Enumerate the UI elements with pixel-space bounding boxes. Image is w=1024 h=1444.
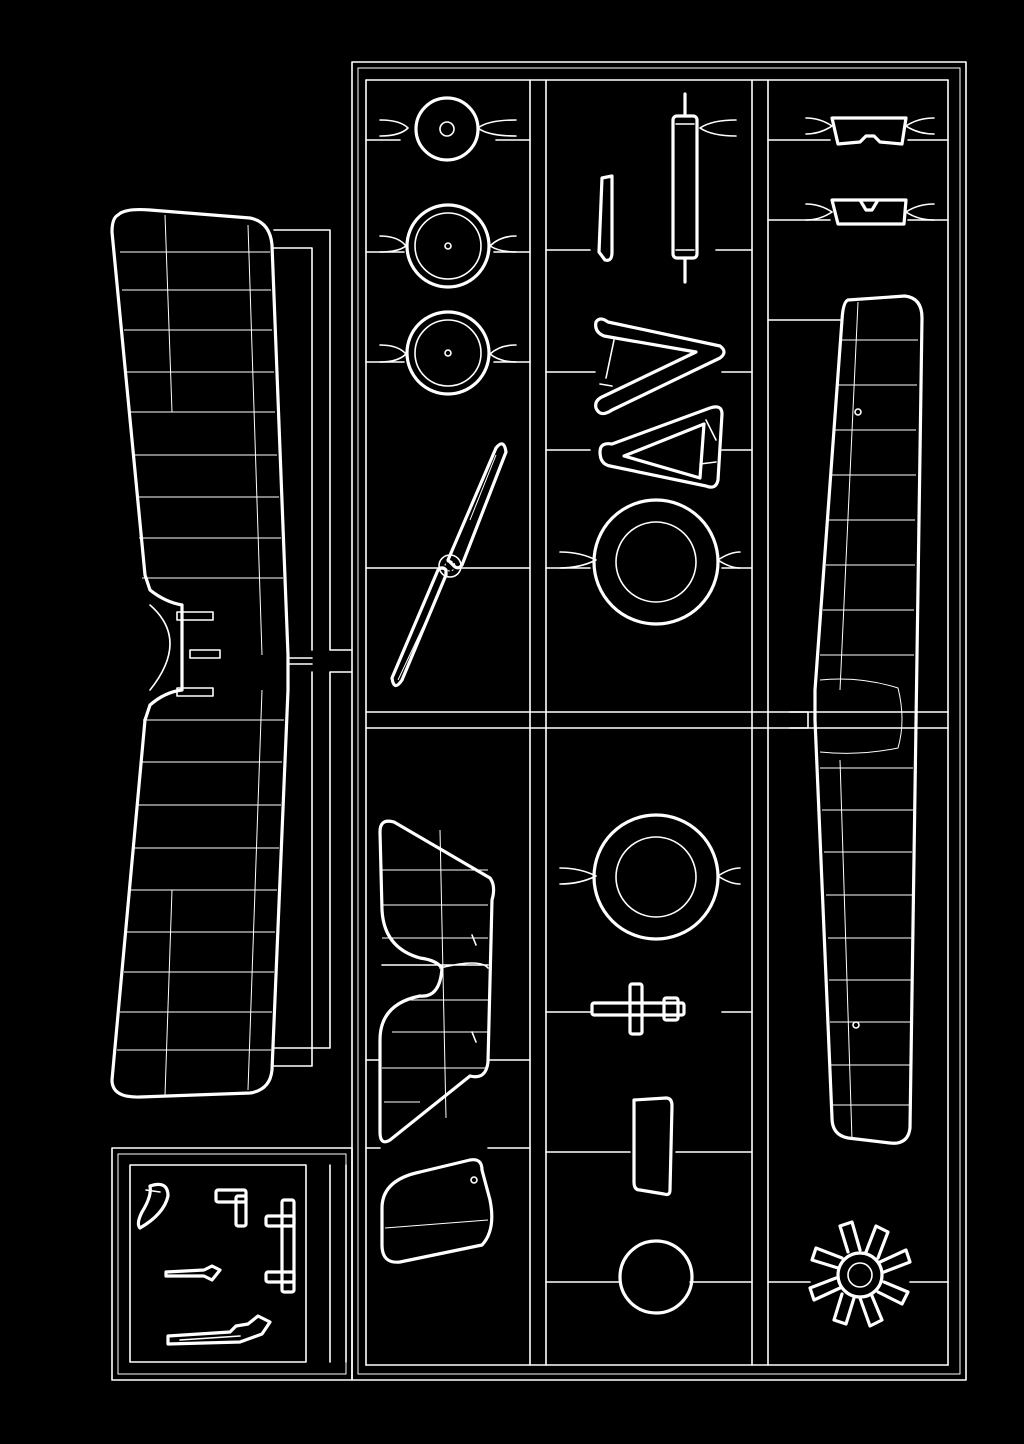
axle bbox=[671, 92, 699, 284]
sprue-frame bbox=[111, 61, 967, 1381]
windscreen-2 bbox=[830, 198, 908, 226]
sprue-gates bbox=[379, 117, 935, 885]
cabane-strut-1 bbox=[594, 317, 726, 416]
wheel-large-2 bbox=[405, 310, 491, 396]
windscreen-1 bbox=[830, 116, 908, 146]
rudder bbox=[380, 1158, 494, 1264]
cabane-strut-2 bbox=[598, 405, 724, 489]
tailplane bbox=[378, 819, 496, 1144]
engine-shaft bbox=[590, 982, 686, 1036]
wheel-large-1 bbox=[405, 203, 491, 289]
engine-cowling-ring-1 bbox=[592, 498, 720, 626]
seat-block bbox=[632, 1096, 674, 1197]
fuel-tank bbox=[618, 1239, 694, 1315]
small-parts bbox=[136, 1182, 296, 1346]
strut-small bbox=[597, 174, 614, 262]
rotary-engine bbox=[808, 1220, 912, 1328]
wheel-small bbox=[414, 96, 480, 162]
upper-wing bbox=[110, 207, 290, 1099]
propeller bbox=[390, 442, 508, 688]
engine-cowling-ring-2 bbox=[592, 813, 720, 941]
lower-wing bbox=[813, 294, 924, 1145]
